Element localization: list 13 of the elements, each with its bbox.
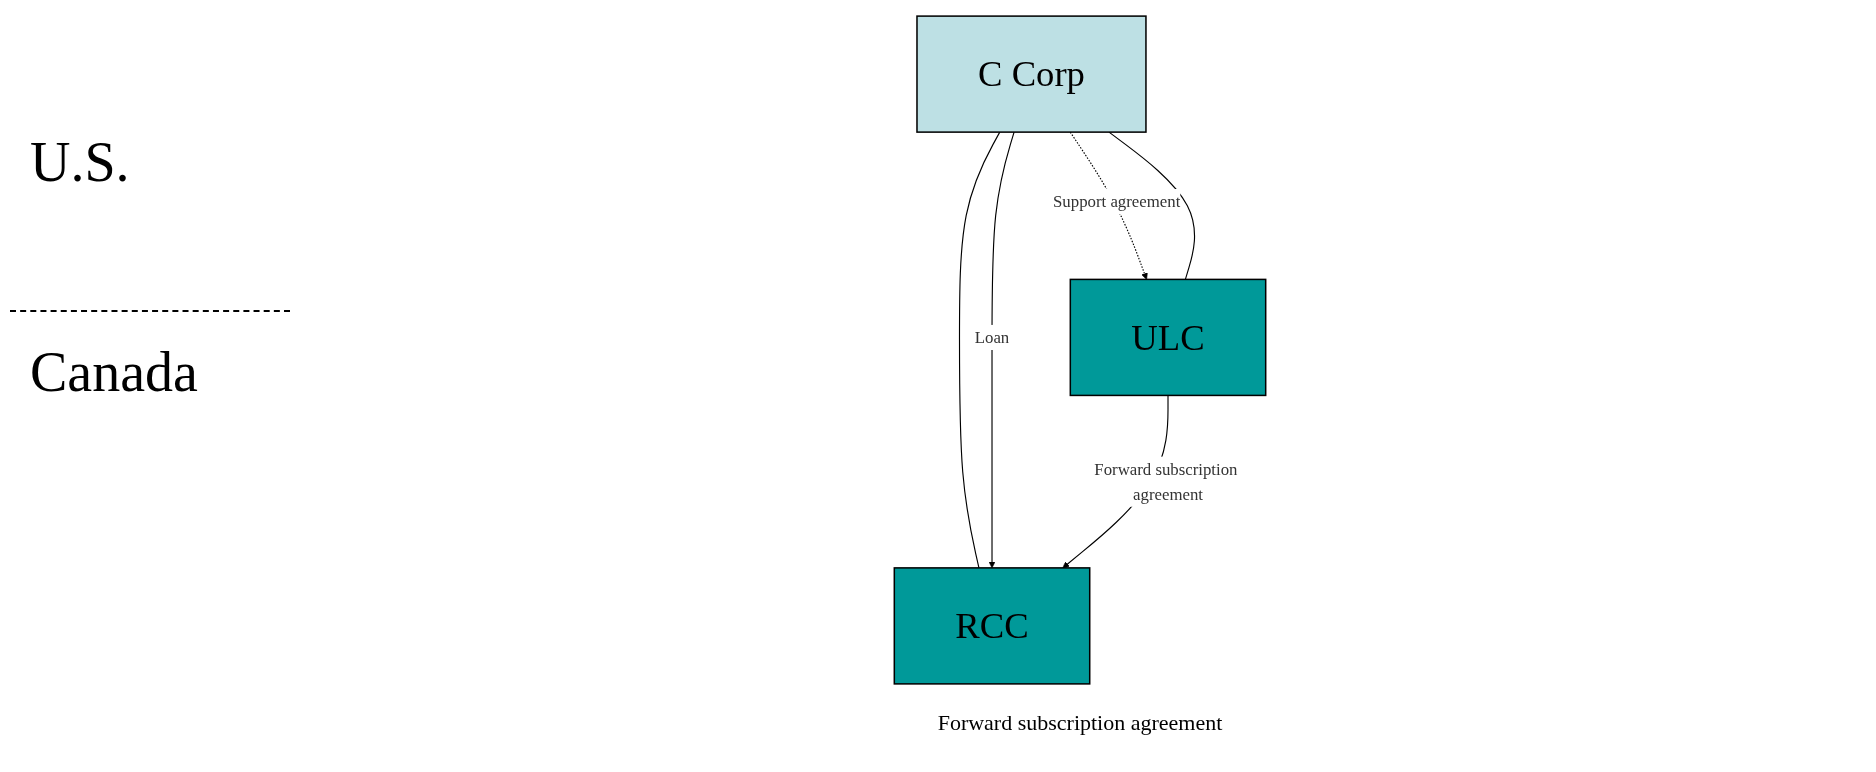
- node-box: C Corp: [916, 15, 1147, 133]
- edge-label: Support agreement: [1053, 192, 1181, 212]
- node-box: RCC: [893, 567, 1091, 685]
- connector: [1108, 131, 1196, 280]
- note-text: Forward subscription agreement: [937, 710, 1223, 735]
- edge-label: Forward subscription agreement: [1094, 459, 1238, 504]
- node-box: ULC: [1069, 278, 1267, 397]
- arrow: [988, 131, 1015, 569]
- connector: [958, 131, 1001, 569]
- region-label: U.S.: [30, 130, 130, 194]
- region-label: Canada: [30, 340, 198, 404]
- edge-label: Loan: [974, 327, 1010, 347]
- arrow: [1069, 131, 1148, 280]
